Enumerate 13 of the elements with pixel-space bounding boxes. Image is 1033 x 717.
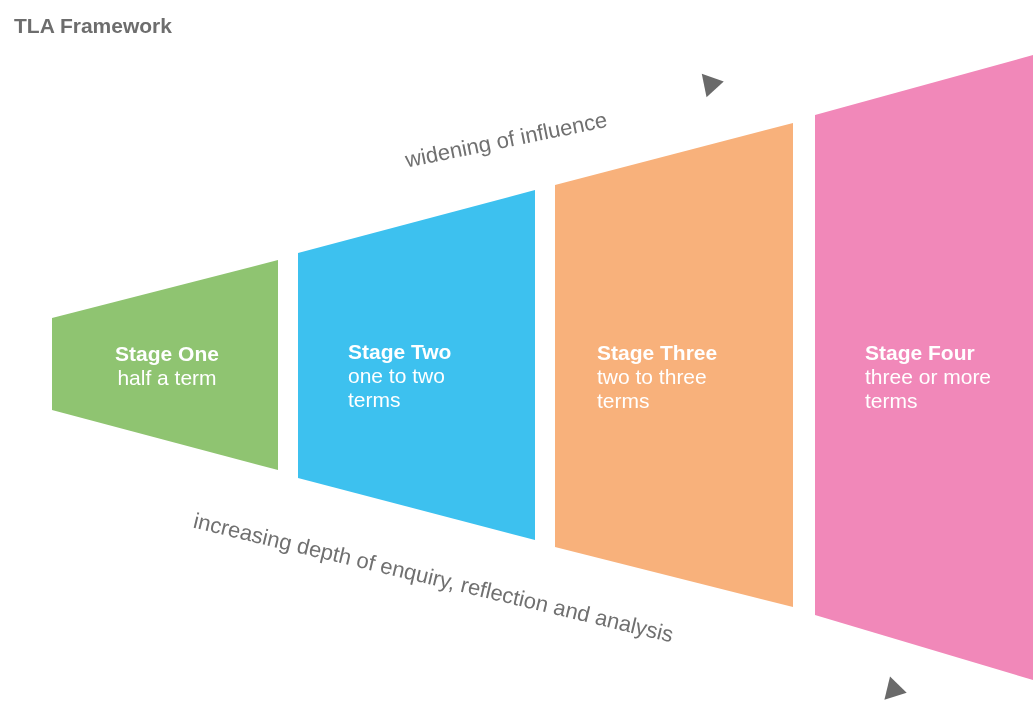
stage-duration: two to three terms xyxy=(597,365,708,413)
stage-trapezoid xyxy=(815,55,1033,680)
stage-heading: Stage Two xyxy=(348,340,453,364)
stage-heading: Stage One xyxy=(114,342,220,366)
direction-label: widening of influence xyxy=(403,107,610,174)
stage-trapezoid xyxy=(298,190,535,540)
stage-duration: half a term xyxy=(116,366,218,390)
stage-duration: three or more terms xyxy=(865,365,993,413)
stage-heading: Stage Four xyxy=(865,341,976,365)
diagram-title: TLA Framework xyxy=(14,14,172,38)
stage-heading: Stage Three xyxy=(597,341,719,365)
stage-trapezoid xyxy=(52,260,278,470)
stage-duration: one to two terms xyxy=(348,364,446,412)
